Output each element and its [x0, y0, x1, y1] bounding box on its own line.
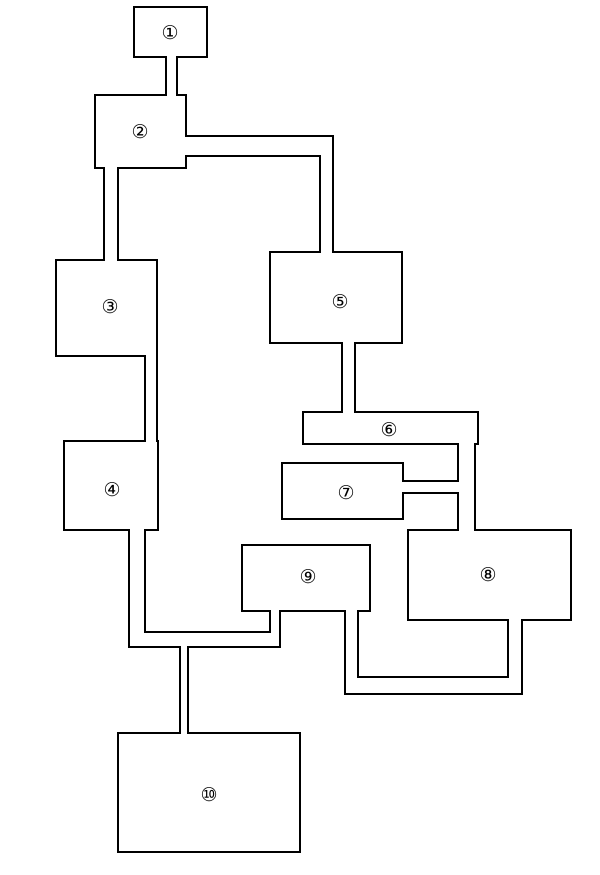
room-7: ⑦ — [281, 462, 404, 520]
room-label: ⑩ — [200, 784, 217, 806]
room-4: ④ — [63, 440, 159, 531]
room-label: ② — [131, 121, 148, 143]
room-label: ④ — [103, 479, 120, 501]
room-label: ① — [161, 22, 178, 44]
room-label: ⑧ — [479, 564, 496, 586]
room-2: ② — [94, 94, 187, 169]
room-5: ⑤ — [269, 251, 403, 344]
room-label: ⑦ — [337, 482, 354, 504]
room-label: ⑥ — [380, 419, 397, 441]
room-3: ③ — [55, 259, 158, 357]
room-1: ① — [133, 6, 208, 58]
room-label: ③ — [101, 296, 118, 318]
room-label: ⑤ — [331, 291, 348, 313]
room-label: ⑨ — [299, 566, 316, 588]
room-9: ⑨ — [241, 544, 371, 612]
room-10: ⑩ — [117, 732, 301, 853]
door-openings — [105, 55, 521, 735]
room-8: ⑧ — [407, 529, 572, 621]
room-6: ⑥ — [302, 411, 479, 445]
corridor-walls — [103, 56, 523, 734]
